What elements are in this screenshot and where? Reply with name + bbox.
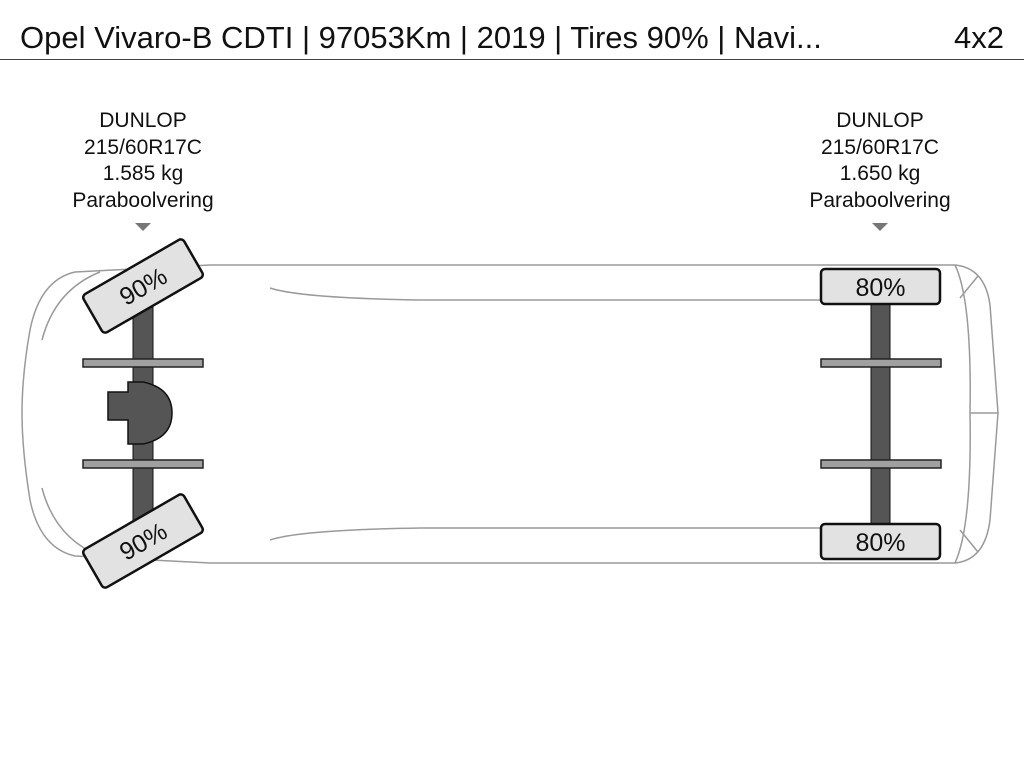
front-axle-info: DUNLOP 215/60R17C 1.585 kg Paraboolverin… bbox=[33, 108, 253, 214]
rear-tire-size: 215/60R17C bbox=[821, 135, 939, 159]
differential-housing bbox=[107, 381, 173, 445]
tire-rear-right-tread: 80% bbox=[855, 529, 905, 557]
rear-axle-info: DUNLOP 215/60R17C 1.650 kg Paraboolverin… bbox=[770, 108, 990, 214]
rear-tire-brand: DUNLOP bbox=[836, 109, 924, 132]
rear-axle-marker bbox=[872, 223, 888, 231]
front-suspension: Paraboolvering bbox=[72, 188, 214, 212]
front-tire-size: 215/60R17C bbox=[84, 135, 202, 159]
front-tire-brand: DUNLOP bbox=[99, 109, 187, 132]
front-axle: 90% 90% bbox=[81, 238, 205, 589]
rear-axle: 80% 80% bbox=[819, 267, 942, 561]
rear-suspension: Paraboolvering bbox=[809, 188, 951, 212]
vehicle-title: Opel Vivaro-B CDTI | 97053Km | 2019 | Ti… bbox=[20, 20, 822, 55]
rear-axle-load: 1.650 kg bbox=[839, 162, 921, 185]
tire-rear-left: 80% bbox=[819, 267, 942, 306]
front-axle-marker bbox=[135, 223, 151, 231]
axle-config: 4x2 bbox=[954, 20, 1004, 55]
tire-rear-right: 80% bbox=[819, 522, 942, 561]
front-axle-load: 1.585 kg bbox=[102, 162, 184, 185]
header-bar: Opel Vivaro-B CDTI | 97053Km | 2019 | Ti… bbox=[0, 0, 1024, 60]
tire-rear-left-tread: 80% bbox=[855, 274, 905, 302]
